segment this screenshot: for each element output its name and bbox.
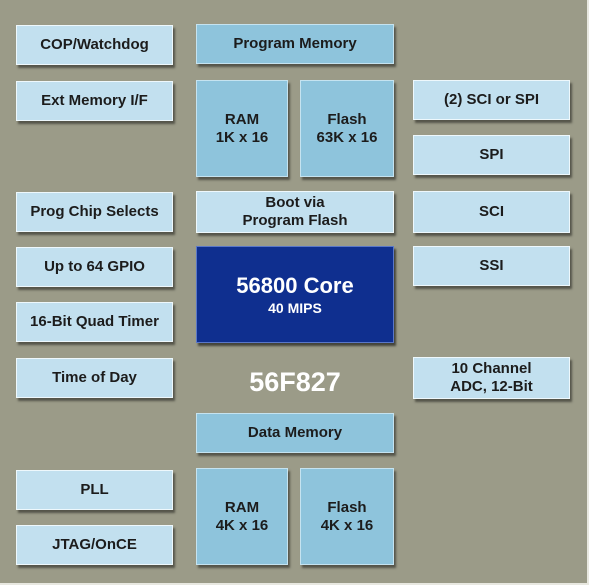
prog-chip-selects-block: Prog Chip Selects [16, 192, 173, 232]
core-block: 56800 Core 40 MIPS [196, 246, 394, 343]
jtag-once-block: JTAG/OnCE [16, 525, 173, 565]
core-speed: 40 MIPS [268, 299, 322, 316]
spi-block: SPI [413, 135, 570, 175]
ext-memory-block: Ext Memory I/F [16, 81, 173, 121]
gpio-block: Up to 64 GPIO [16, 247, 173, 287]
data-flash-block: Flash 4K x 16 [300, 468, 394, 565]
boot-flash-block: Boot via Program Flash [196, 191, 394, 233]
ssi-block: SSI [413, 246, 570, 286]
chip-name-label: 56F827 [249, 366, 341, 397]
cop-watchdog-block: COP/Watchdog [16, 25, 173, 65]
core-title: 56800 Core [236, 272, 354, 298]
sci-block: SCI [413, 191, 570, 233]
time-of-day-block: Time of Day [16, 358, 173, 398]
program-flash-block: Flash 63K x 16 [300, 80, 394, 177]
program-memory-header: Program Memory [196, 24, 394, 64]
pll-block: PLL [16, 470, 173, 510]
adc-block: 10 Channel ADC, 12-Bit [413, 357, 570, 399]
data-memory-header: Data Memory [196, 413, 394, 453]
sci-or-spi-block: (2) SCI or SPI [413, 80, 570, 120]
quad-timer-block: 16-Bit Quad Timer [16, 302, 173, 342]
data-ram-block: RAM 4K x 16 [196, 468, 288, 565]
program-ram-block: RAM 1K x 16 [196, 80, 288, 177]
